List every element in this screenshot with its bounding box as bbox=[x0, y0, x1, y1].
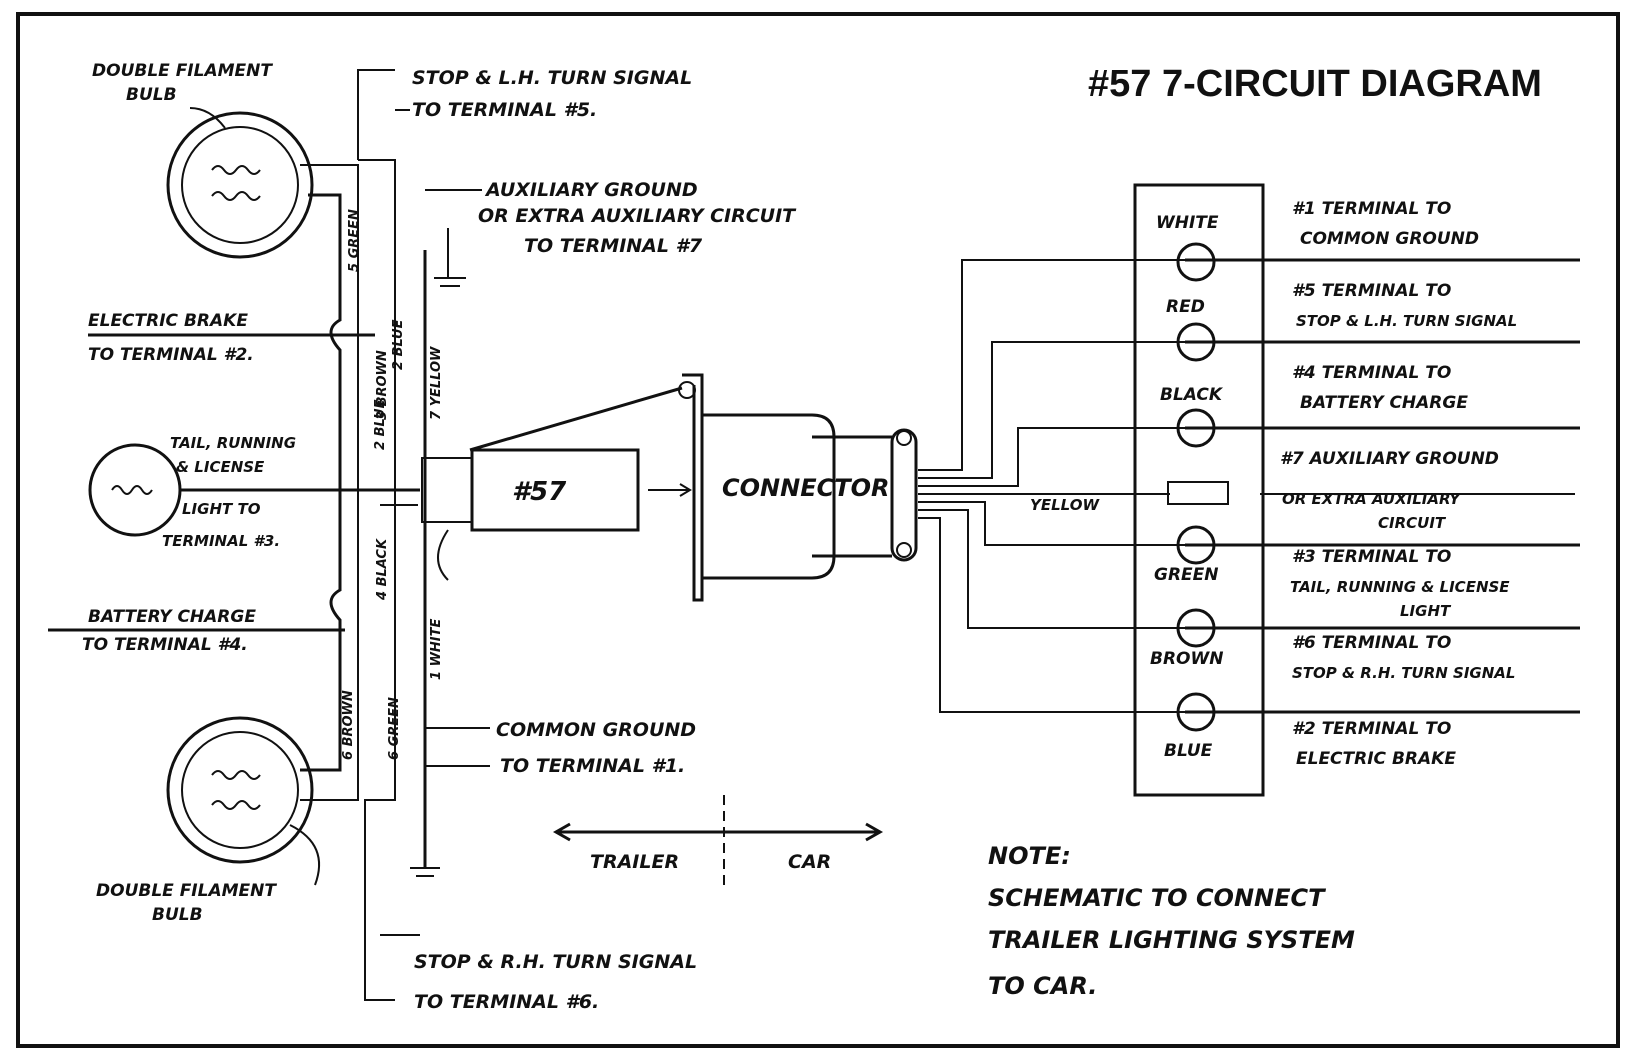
terminal-6-desc-2: STOP & R.H. TURN SIGNAL bbox=[1292, 664, 1515, 682]
aux-ground-label-3: TO TERMINAL #7 bbox=[524, 235, 703, 257]
left-wiring bbox=[48, 69, 490, 1001]
wire-label-7: 1 WHITE bbox=[429, 619, 444, 680]
left-wire-labels: 5 GREEN 2 BLUE 3 BROWN 7 YELLOW 2 BLUE 4… bbox=[341, 209, 444, 760]
right-wiring bbox=[918, 258, 1580, 714]
terminal-4-desc-2: BATTERY CHARGE bbox=[1300, 393, 1468, 413]
connector bbox=[678, 373, 918, 602]
terminal-color-green: GREEN bbox=[1154, 565, 1219, 585]
aux-ground-label-1: AUXILIARY GROUND bbox=[484, 179, 698, 201]
tail-light-bulb bbox=[88, 443, 182, 537]
note-line-1: SCHEMATIC TO CONNECT bbox=[988, 884, 1326, 912]
electric-brake-label-2: TO TERMINAL #2. bbox=[88, 345, 254, 365]
terminal-color-black: BLACK bbox=[1160, 385, 1224, 405]
connector-label: CONNECTOR bbox=[722, 474, 889, 502]
terminal-5-desc-2: STOP & L.H. TURN SIGNAL bbox=[1296, 312, 1517, 330]
tail-light-label-1: TAIL, RUNNING bbox=[170, 434, 296, 452]
terminal-3-desc-2: TAIL, RUNNING & LICENSE bbox=[1290, 578, 1510, 596]
common-ground-label-1: COMMON GROUND bbox=[496, 719, 696, 741]
diagram-frame bbox=[16, 12, 1620, 1048]
terminal-4-desc-1: #4 TERMINAL TO bbox=[1292, 363, 1451, 383]
bulb-bottom bbox=[166, 716, 320, 886]
bulb-top-label-1: DOUBLE FILAMENT bbox=[92, 61, 273, 81]
terminal-6-desc-1: #6 TERMINAL TO bbox=[1292, 633, 1451, 653]
terminal-color-red: RED bbox=[1166, 297, 1205, 317]
terminal-1-desc-1: #1 TERMINAL TO bbox=[1292, 199, 1451, 219]
terminal-color-white: WHITE bbox=[1156, 213, 1219, 233]
stop-lh-label-2: TO TERMINAL #5. bbox=[412, 99, 597, 121]
wire-label-1: 5 GREEN bbox=[347, 209, 362, 272]
wire-label-9: 6 GREEN bbox=[387, 697, 402, 760]
terminal-descriptions: #1 TERMINAL TO COMMON GROUND #5 TERMINAL… bbox=[1280, 199, 1517, 769]
terminal-2-desc-2: ELECTRIC BRAKE bbox=[1296, 749, 1456, 769]
terminal-7-desc-1: #7 AUXILIARY GROUND bbox=[1280, 449, 1499, 469]
plug-label: #57 bbox=[512, 477, 567, 507]
plug-arrow bbox=[648, 483, 692, 497]
stop-rh-label-2: TO TERMINAL #6. bbox=[414, 991, 599, 1013]
note: NOTE: SCHEMATIC TO CONNECT TRAILER LIGHT… bbox=[988, 842, 1355, 1000]
terminal-block bbox=[1133, 183, 1265, 797]
wire-label-3: 3 BROWN bbox=[375, 350, 390, 420]
battery-charge-label-2: TO TERMINAL #4. bbox=[82, 635, 248, 655]
terminal-color-blue: BLUE bbox=[1164, 741, 1213, 761]
bulb-top bbox=[166, 107, 314, 259]
battery-charge-label-1: BATTERY CHARGE bbox=[88, 607, 256, 627]
wire-label-6: 4 BLACK bbox=[375, 538, 390, 601]
aux-ground-label-2: OR EXTRA AUXILIARY CIRCUIT bbox=[478, 205, 797, 227]
stop-lh-label-1: STOP & L.H. TURN SIGNAL bbox=[412, 67, 692, 89]
terminal-3-desc-3: LIGHT bbox=[1400, 602, 1452, 620]
trailer-label: TRAILER bbox=[590, 851, 679, 873]
terminal-color-brown: BROWN bbox=[1150, 649, 1223, 669]
terminal-color-yellow: YELLOW bbox=[1030, 496, 1100, 514]
wire-label-5: 2 BLUE bbox=[373, 399, 388, 450]
wire-label-4: 7 YELLOW bbox=[429, 346, 444, 420]
wire-label-8: 6 BROWN bbox=[341, 690, 356, 760]
tail-light-label-3: LIGHT TO bbox=[182, 500, 261, 518]
tail-light-label-2: & LICENSE bbox=[176, 458, 265, 476]
tail-light-label-4: TERMINAL #3. bbox=[162, 532, 280, 550]
diagram-title: #57 7-CIRCUIT DIAGRAM bbox=[1088, 63, 1542, 105]
electric-brake-label-1: ELECTRIC BRAKE bbox=[88, 311, 248, 331]
plug-57 bbox=[421, 386, 683, 581]
bulb-bottom-label-2: BULB bbox=[152, 905, 203, 925]
terminal-5-desc-1: #5 TERMINAL TO bbox=[1292, 281, 1451, 301]
bulb-top-label-2: BULB bbox=[126, 85, 177, 105]
terminal-7-desc-3: CIRCUIT bbox=[1378, 514, 1447, 532]
bulb-bottom-label-1: DOUBLE FILAMENT bbox=[96, 881, 277, 901]
terminal-block-labels: WHITE RED BLACK GREEN BROWN BLUE bbox=[1150, 213, 1229, 761]
terminal-1-desc-2: COMMON GROUND bbox=[1300, 229, 1479, 249]
note-heading: NOTE: bbox=[988, 842, 1071, 870]
note-line-2: TRAILER LIGHTING SYSTEM bbox=[988, 926, 1355, 954]
terminal-2-desc-1: #2 TERMINAL TO bbox=[1292, 719, 1451, 739]
stop-rh-label-1: STOP & R.H. TURN SIGNAL bbox=[414, 951, 697, 973]
note-line-3: TO CAR. bbox=[988, 972, 1097, 1000]
terminal-3-desc-1: #3 TERMINAL TO bbox=[1292, 547, 1451, 567]
common-ground-label-2: TO TERMINAL #1. bbox=[500, 755, 685, 777]
wire-label-2: 2 BLUE bbox=[391, 319, 406, 370]
car-label: CAR bbox=[788, 851, 831, 873]
terminal-7-desc-2: OR EXTRA AUXILIARY bbox=[1282, 490, 1462, 508]
trailer-car-indicator bbox=[552, 795, 884, 890]
